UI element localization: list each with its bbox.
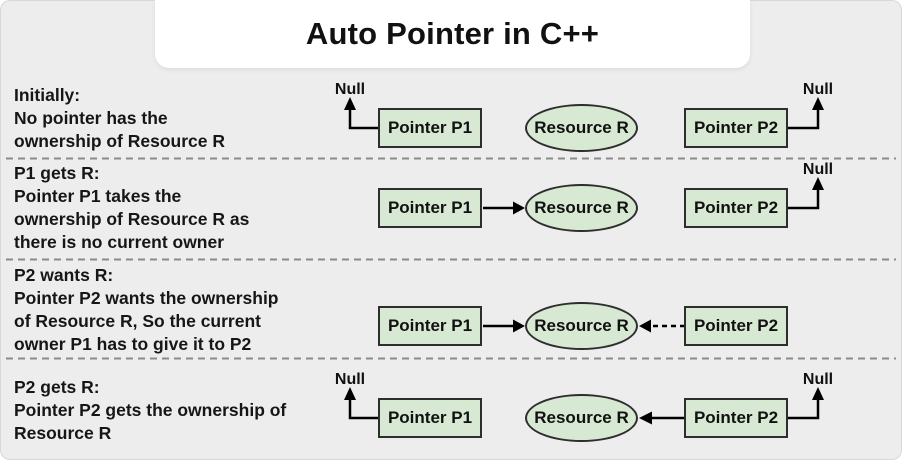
- row2-pointer-p1-node: Pointer P1: [378, 188, 482, 228]
- row4-pointer-p2-node: Pointer P2: [684, 398, 788, 438]
- row3-line: owner P1 has to give it to P2: [14, 334, 252, 354]
- row3-resource-node: Resource R: [525, 302, 638, 350]
- row3-pointer-p1-node: Pointer P1: [378, 306, 482, 346]
- row2-caption: P1 gets R: Pointer P1 takes the ownershi…: [14, 162, 354, 254]
- row4-p2-null-arrow: [786, 387, 824, 420]
- row1-caption: Initially: No pointer has the ownership …: [14, 84, 354, 153]
- row4-heading: P2 gets R:: [14, 377, 100, 397]
- row4-line: Resource R: [14, 423, 112, 443]
- row1-pointer-p2-node: Pointer P2: [684, 108, 788, 148]
- row1-pointer-p1-node: Pointer P1: [378, 108, 482, 148]
- row4-p2-resource-arrow: [639, 411, 685, 425]
- row1-heading: Initially:: [14, 85, 81, 105]
- row3-caption: P2 wants R: Pointer P2 wants the ownersh…: [14, 264, 354, 356]
- row2-pointer-p2-node: Pointer P2: [684, 188, 788, 228]
- row2-p2-null-label: Null: [802, 161, 834, 178]
- row2-p2-null-arrow: [786, 177, 824, 210]
- title-card: Auto Pointer in C++: [155, 0, 750, 68]
- row2-heading: P1 gets R:: [14, 163, 100, 183]
- row2-line: there is no current owner: [14, 232, 225, 252]
- row3-p1-resource-arrow: [483, 319, 525, 333]
- row1-p1-null-label: Null: [334, 81, 366, 98]
- row2-p1-resource-arrow: [483, 201, 525, 215]
- row1-resource-node: Resource R: [525, 104, 638, 152]
- row1-line: ownership of Resource R: [14, 131, 226, 151]
- row4-p2-null-label: Null: [802, 371, 834, 388]
- row4-caption: P2 gets R: Pointer P2 gets the ownership…: [14, 376, 354, 445]
- row4-line: Pointer P2 gets the ownership of: [14, 400, 287, 420]
- row1-line: No pointer has the: [14, 108, 168, 128]
- row1-p2-null-arrow: [786, 97, 824, 130]
- row2-line: Pointer P1 takes the: [14, 186, 182, 206]
- row3-line: Pointer P2 wants the ownership: [14, 288, 279, 308]
- row3-heading: P2 wants R:: [14, 265, 114, 285]
- page-title: Auto Pointer in C++: [305, 16, 600, 51]
- row2-resource-node: Resource R: [525, 184, 638, 232]
- row4-p1-null-label: Null: [334, 371, 366, 388]
- row3-pointer-p2-node: Pointer P2: [684, 306, 788, 346]
- row4-pointer-p1-node: Pointer P1: [378, 398, 482, 438]
- row1-p2-null-label: Null: [802, 81, 834, 98]
- row2-line: ownership of Resource R as: [14, 209, 250, 229]
- row3-p2-resource-dashed-arrow: [639, 319, 685, 333]
- row3-line: of Resource R, So the current: [14, 311, 261, 331]
- row4-resource-node: Resource R: [525, 394, 638, 442]
